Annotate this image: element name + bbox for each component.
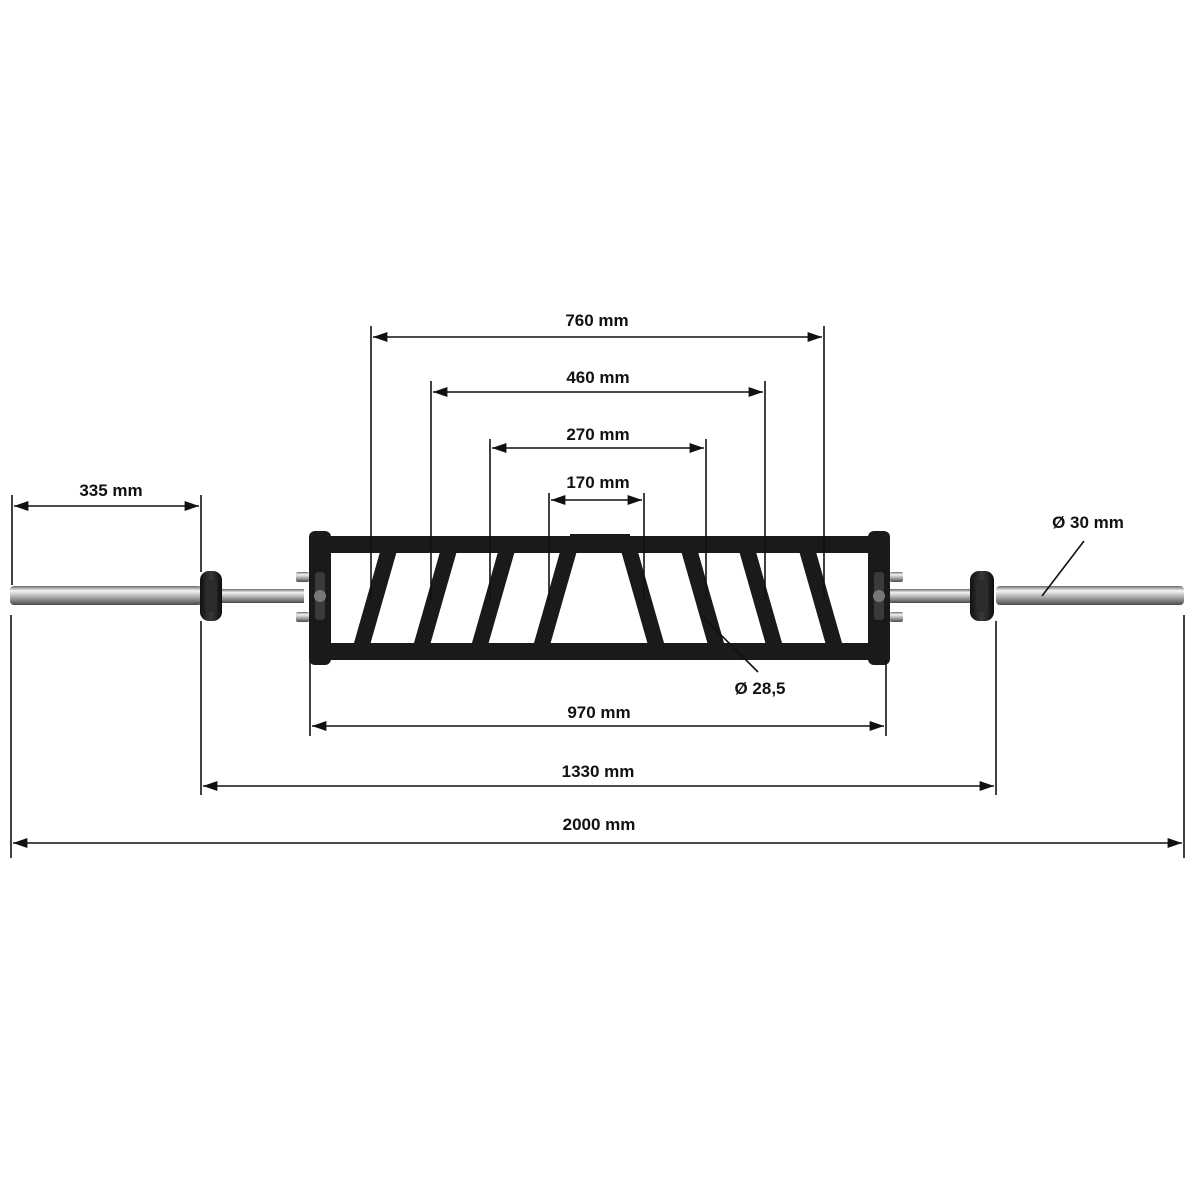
label-335: 335 mm xyxy=(79,481,142,500)
grip-handles xyxy=(352,538,844,659)
label-970: 970 mm xyxy=(567,703,630,722)
label-sleeve-diameter: Ø 30 mm xyxy=(1052,513,1124,532)
grip-handle-1 xyxy=(352,538,398,659)
right-end-plate xyxy=(868,531,903,665)
grip-handle-7 xyxy=(738,538,784,659)
label-760: 760 mm xyxy=(565,311,628,330)
leader-grip-diameter xyxy=(701,615,759,673)
left-collar xyxy=(200,571,222,621)
dimension-lines xyxy=(10,326,1185,858)
right-sleeve xyxy=(996,586,1184,605)
bottom-rail xyxy=(318,643,880,660)
grip-handle-8 xyxy=(798,538,844,659)
grip-handle-4 xyxy=(532,538,578,659)
left-sleeve xyxy=(10,586,202,605)
label-270: 270 mm xyxy=(566,425,629,444)
right-bolt-bottom xyxy=(890,612,903,622)
grip-handle-2 xyxy=(412,538,458,659)
label-460: 460 mm xyxy=(566,368,629,387)
barbell xyxy=(10,531,1184,665)
label-2000: 2000 mm xyxy=(563,815,636,834)
right-collar xyxy=(970,571,994,621)
label-1330: 1330 mm xyxy=(562,762,635,781)
left-bolt-bottom xyxy=(296,612,309,622)
right-inner-sleeve xyxy=(890,589,974,603)
right-bolt-top xyxy=(890,572,903,582)
grip-handle-5 xyxy=(620,538,666,659)
grip-handle-6 xyxy=(680,538,726,659)
left-inner-sleeve xyxy=(218,589,304,603)
dimension-labels: 760 mm 460 mm 270 mm 170 mm 335 mm 970 m… xyxy=(79,311,1124,834)
grip-handle-3 xyxy=(470,538,516,659)
label-170: 170 mm xyxy=(566,473,629,492)
left-bolt-top xyxy=(296,572,309,582)
label-grip-diameter: Ø 28,5 xyxy=(734,679,785,698)
leader-sleeve-diameter xyxy=(1041,540,1085,597)
rail-collar xyxy=(570,534,630,542)
